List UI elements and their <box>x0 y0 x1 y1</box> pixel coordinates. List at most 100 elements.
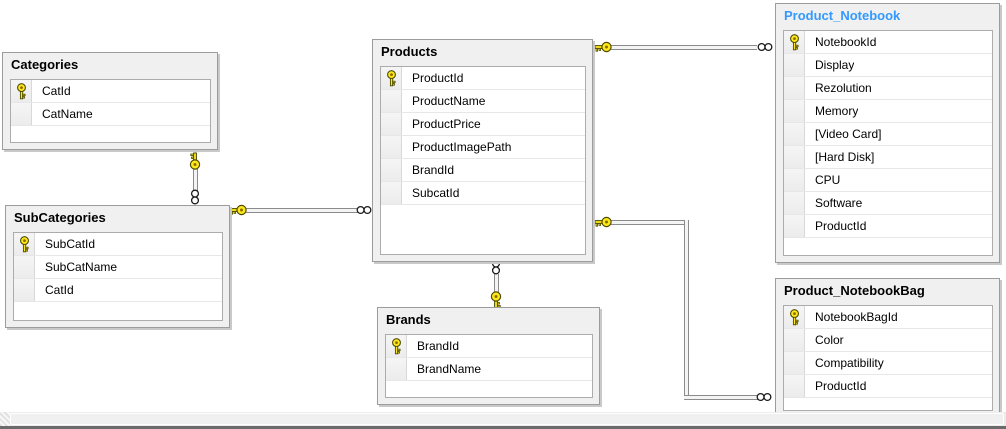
column-name: CatId <box>45 283 74 297</box>
key-one-icon <box>490 291 502 309</box>
column-row[interactable]: Memory <box>784 100 992 123</box>
column-name: CPU <box>815 173 841 187</box>
column-icon-cell <box>784 169 805 191</box>
column-icon-cell <box>11 103 32 125</box>
column-name: CatId <box>42 84 71 98</box>
table-title[interactable]: Product_Notebook <box>784 8 901 23</box>
column-name: Rezolution <box>815 81 872 95</box>
primary-key-icon <box>386 335 407 357</box>
column-row[interactable]: NotebookId <box>784 31 992 54</box>
window-bottom-edge <box>0 426 1006 429</box>
column-name: ProductPrice <box>412 117 481 131</box>
horizontal-scrollbar-thumb[interactable] <box>10 413 1004 425</box>
key-one-icon <box>189 152 201 170</box>
column-row[interactable]: CatId <box>11 80 210 103</box>
column-name: ProductId <box>412 71 464 85</box>
column-icon-cell <box>784 100 805 122</box>
column-row[interactable]: SubCatName <box>14 256 222 279</box>
table-title[interactable]: SubCategories <box>14 210 106 225</box>
infinity-many-icon <box>356 205 372 215</box>
column-row[interactable]: ProductId <box>784 375 992 398</box>
column-name: Software <box>815 196 863 210</box>
column-row[interactable]: [Hard Disk] <box>784 146 992 169</box>
column-name: BrandId <box>417 339 460 353</box>
column-icon-cell <box>381 182 402 204</box>
column-icon-cell <box>784 352 805 374</box>
column-icon-cell <box>784 77 805 99</box>
column-row[interactable]: BrandId <box>386 335 592 358</box>
column-name: NotebookId <box>815 35 877 49</box>
column-row[interactable]: Display <box>784 54 992 77</box>
column-name: SubCatId <box>45 237 96 251</box>
column-row[interactable]: Compatibility <box>784 352 992 375</box>
column-row[interactable]: ProductId <box>381 67 585 90</box>
column-name: BrandName <box>417 362 482 376</box>
column-row[interactable]: ProductImagePath <box>381 136 585 159</box>
column-icon-cell <box>381 113 402 135</box>
relationship-line[interactable] <box>193 167 198 193</box>
relationship-line[interactable] <box>611 220 688 225</box>
column-row[interactable]: SubCatId <box>14 233 222 256</box>
relationship-line[interactable] <box>611 45 757 50</box>
column-icon-cell <box>381 136 402 158</box>
column-icon-cell <box>784 54 805 76</box>
column-row[interactable]: CatId <box>14 279 222 302</box>
column-name: [Hard Disk] <box>815 150 875 164</box>
column-row[interactable]: ProductName <box>381 90 585 113</box>
column-icon-cell <box>14 256 35 278</box>
column-row[interactable]: BrandName <box>386 358 592 381</box>
relationship-line[interactable] <box>494 274 499 294</box>
table-title[interactable]: Products <box>381 44 438 59</box>
column-name: Display <box>815 58 855 72</box>
primary-key-icon <box>11 80 32 102</box>
column-name: [Video Card] <box>815 127 882 141</box>
column-icon-cell <box>784 123 805 145</box>
column-icon-cell <box>784 146 805 168</box>
column-name: NotebookBagId <box>815 310 898 324</box>
infinity-many-icon <box>757 42 773 52</box>
column-row[interactable]: BrandId <box>381 159 585 182</box>
column-name: Color <box>815 333 844 347</box>
column-row[interactable]: NotebookBagId <box>784 306 992 329</box>
column-icon-cell <box>784 215 805 237</box>
relationship-line[interactable] <box>684 395 758 400</box>
table-title[interactable]: Brands <box>386 312 431 327</box>
column-row[interactable]: [Video Card] <box>784 123 992 146</box>
primary-key-icon <box>14 233 35 255</box>
column-row[interactable]: Color <box>784 329 992 352</box>
column-row[interactable]: SubcatId <box>381 182 585 205</box>
column-row[interactable]: CPU <box>784 169 992 192</box>
relationship-line[interactable] <box>246 208 358 213</box>
column-name: SubcatId <box>412 186 460 200</box>
scrollbar-corner <box>0 412 10 426</box>
column-row[interactable]: ProductId <box>784 215 992 238</box>
column-name: BrandId <box>412 163 455 177</box>
column-row[interactable]: ProductPrice <box>381 113 585 136</box>
column-icon-cell <box>381 159 402 181</box>
primary-key-icon <box>784 31 805 53</box>
column-name: ProductName <box>412 94 486 108</box>
column-icon-cell <box>381 90 402 112</box>
table-title[interactable]: Categories <box>11 57 79 72</box>
primary-key-icon <box>381 67 402 89</box>
table-title[interactable]: Product_NotebookBag <box>784 283 925 298</box>
column-name: Compatibility <box>815 356 884 370</box>
horizontal-scrollbar[interactable] <box>0 412 1006 426</box>
column-row[interactable]: Software <box>784 192 992 215</box>
relationship-line[interactable] <box>684 220 689 399</box>
primary-key-icon <box>784 306 805 328</box>
infinity-many-icon <box>756 392 772 402</box>
column-row[interactable]: Rezolution <box>784 77 992 100</box>
column-row[interactable]: CatName <box>11 103 210 126</box>
